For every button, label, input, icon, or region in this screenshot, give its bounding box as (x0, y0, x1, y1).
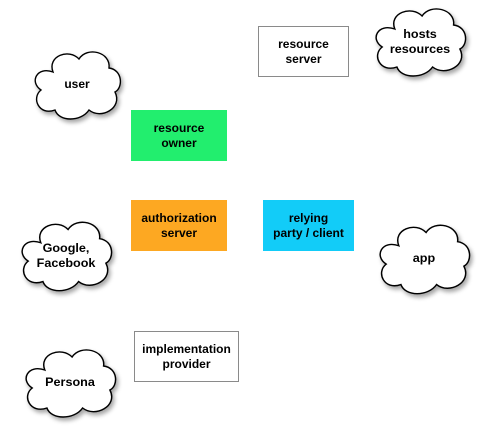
hosts-cloud-label-line1: hosts (403, 27, 437, 41)
resource-server-box: resource server (258, 26, 349, 77)
app-cloud: app (379, 224, 471, 295)
google-facebook-cloud: Google, Facebook (21, 221, 113, 292)
user-cloud-label: user (64, 77, 90, 91)
hosts-cloud-label-line2: resources (390, 42, 450, 56)
hosts-resources-cloud: hosts resources (375, 8, 467, 77)
implementation-provider-box: implementation provider (134, 331, 239, 382)
relying-party-client-box: relying party / client (263, 200, 354, 251)
google-cloud-label-line1: Google, (43, 241, 90, 255)
persona-cloud: Persona (25, 349, 117, 418)
persona-cloud-label: Persona (45, 375, 95, 389)
resource-owner-box: resource owner (131, 110, 227, 161)
app-cloud-label: app (413, 251, 436, 265)
authorization-server-box: authorization server (131, 200, 227, 251)
google-cloud-label-line2: Facebook (37, 256, 96, 270)
user-cloud: user (34, 51, 122, 120)
